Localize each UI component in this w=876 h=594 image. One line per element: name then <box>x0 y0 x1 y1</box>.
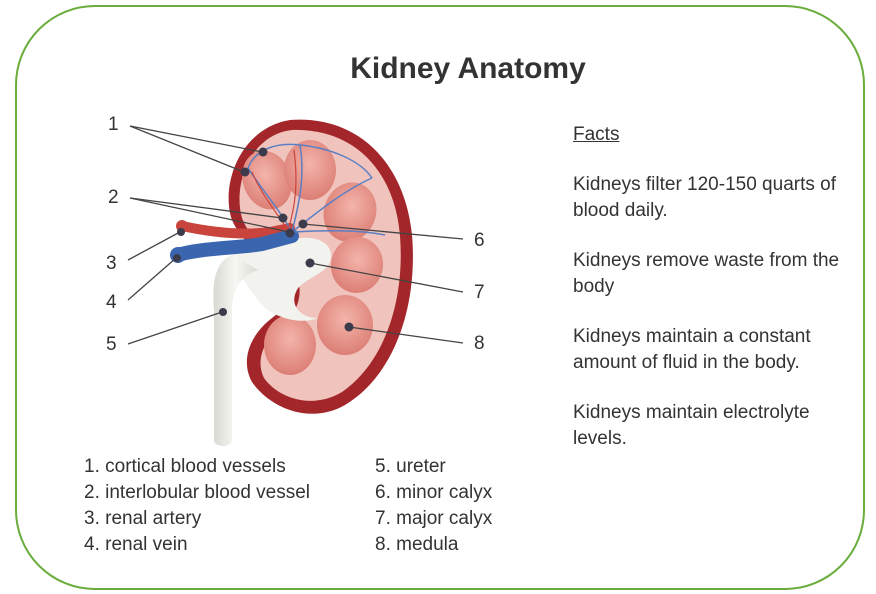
legend-item: 6. minor calyx <box>375 480 492 506</box>
callout-8: 8 <box>474 333 485 355</box>
legend-right: 5. ureter 6. minor calyx 7. major calyx … <box>375 454 492 558</box>
facts-heading: Facts <box>573 122 853 148</box>
legend-item: 7. major calyx <box>375 506 492 532</box>
callout-2: 2 <box>108 187 119 209</box>
callout-1: 1 <box>108 114 119 136</box>
fact-item: Kidneys remove waste from the body <box>573 248 853 300</box>
legend-item: 8. medula <box>375 532 492 558</box>
fact-item: Kidneys filter 120-150 quarts of blood d… <box>573 172 853 224</box>
legend-item: 2. interlobular blood vessel <box>84 480 310 506</box>
legend-item: 5. ureter <box>375 454 492 480</box>
callout-5: 5 <box>106 334 117 356</box>
callout-6: 6 <box>474 230 485 252</box>
legend-item: 1. cortical blood vessels <box>84 454 310 480</box>
fact-item: Kidneys maintain a constant amount of fl… <box>573 324 853 376</box>
legend-left: 1. cortical blood vessels 2. interlobula… <box>84 454 310 558</box>
callout-4: 4 <box>106 292 117 314</box>
fact-item: Kidneys maintain electrolyte levels. <box>573 400 853 452</box>
pyramid <box>264 315 316 375</box>
legend-item: 4. renal vein <box>84 532 310 558</box>
facts-panel: Facts Kidneys filter 120-150 quarts of b… <box>573 122 853 476</box>
callout-7: 7 <box>474 282 485 304</box>
legend-item: 3. renal artery <box>84 506 310 532</box>
callout-3: 3 <box>106 253 117 275</box>
pyramid <box>284 140 336 200</box>
